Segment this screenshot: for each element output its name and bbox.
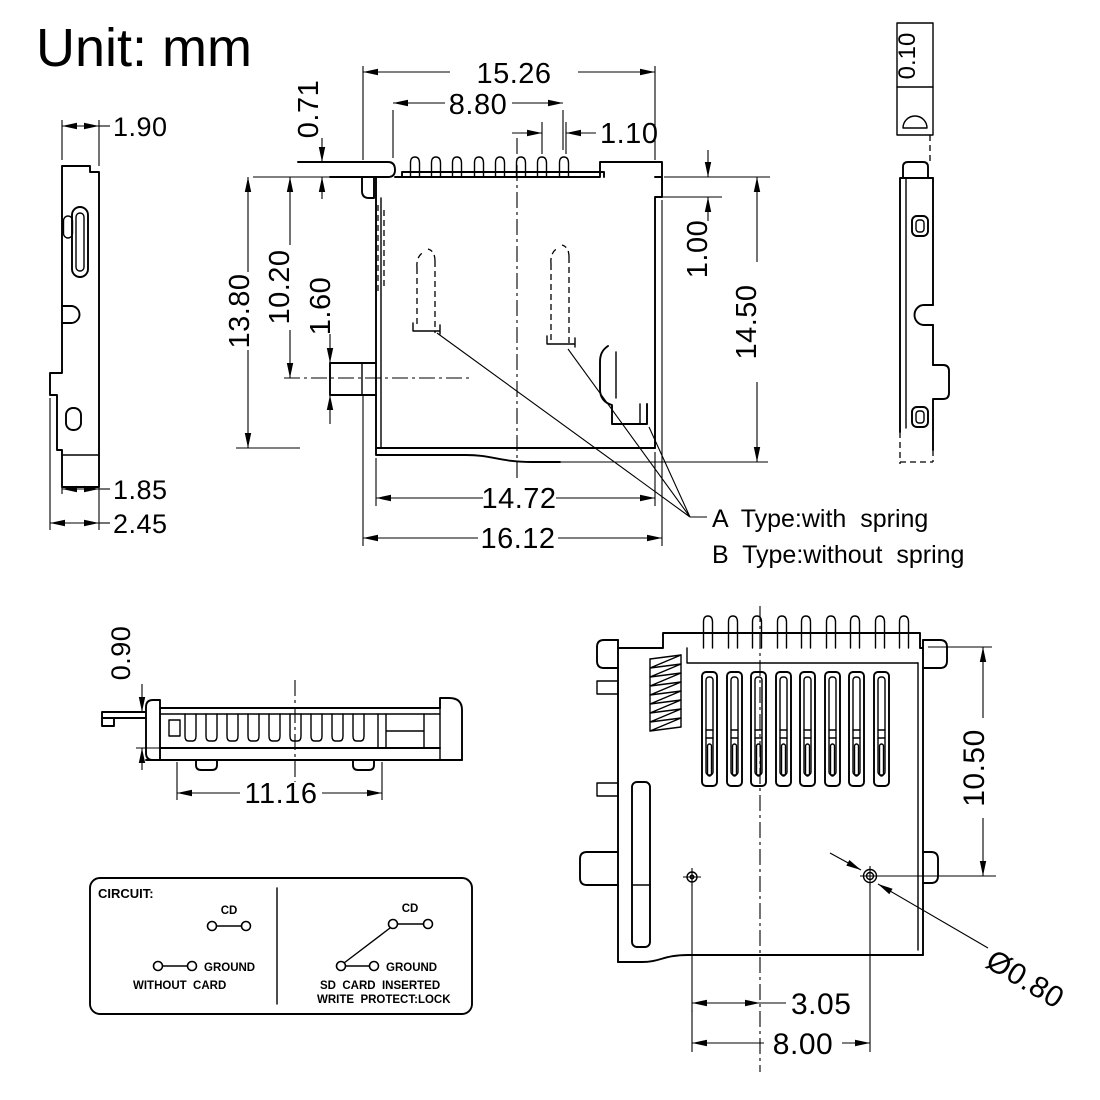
eject-spring: [649, 654, 682, 732]
cd-label: CD: [221, 905, 238, 917]
latch-slot: [71, 206, 89, 278]
contact-slots: [701, 671, 890, 787]
dim-10-20: 10.20: [264, 249, 296, 324]
inserted-caption-1: SD CARD INSERTED: [320, 980, 440, 992]
contact-node: [152, 960, 164, 972]
note-type-a: A Type:with spring: [712, 505, 928, 533]
dim-1-90: 1.90: [113, 112, 168, 142]
mounting-holes: [683, 866, 880, 886]
contact-node: [186, 960, 198, 972]
dim-hole-dia: Ø0.80: [980, 944, 1069, 1016]
page-title: Unit: mm: [36, 18, 252, 78]
dim-8-80: 8.80: [449, 89, 507, 121]
circuit-card-inserted: CD GROUND SD CARD INSERTED WRITE PROTECT…: [317, 903, 451, 1006]
dim-14-50: 14.50: [731, 284, 763, 359]
top-view: 10.50 3.05 8.00 Ø0.80: [579, 606, 1070, 1072]
circuit-legend: CIRCUIT: CD GROUND WITHOUT CARD CD GROUN…: [89, 877, 473, 1015]
contact-node: [240, 920, 252, 932]
spring-contact-a: [412, 248, 441, 335]
dim-15-26: 15.26: [476, 58, 551, 90]
front-view: 15.26 8.80 1.10 0.71 13.80 10.20 1.60: [224, 58, 964, 569]
dim-0-90: 0.90: [106, 626, 136, 681]
dim-10-50: 10.50: [958, 729, 991, 807]
front-pins: [409, 156, 570, 178]
dim-11-16: 11.16: [245, 778, 318, 810]
top-view-dimensions: 10.50 3.05 8.00 Ø0.80: [691, 646, 1070, 1061]
dim-2-45: 2.45: [113, 509, 168, 539]
ground-label: GROUND: [204, 962, 255, 974]
bottom-view-teeth: [184, 713, 365, 742]
dim-3-05: 3.05: [791, 988, 851, 1021]
circuit-box: [89, 877, 473, 1015]
dim-14-72: 14.72: [481, 483, 556, 515]
left-side-view: 1.90 1.85 2.45: [49, 112, 168, 539]
contact-node: [387, 918, 399, 930]
contact-node: [335, 960, 347, 972]
dim-8-00: 8.00: [773, 1028, 833, 1061]
circuit-heading: CIRCUIT:: [98, 886, 154, 901]
dim-1-60: 1.60: [305, 277, 337, 335]
dim-1-85: 1.85: [113, 475, 168, 505]
ground-label: GROUND: [386, 962, 437, 974]
bottom-view-dimensions: 0.90 11.16: [106, 626, 383, 810]
dim-1-10: 1.10: [600, 118, 658, 150]
left-view-dimensions: 1.90 1.85 2.45: [49, 112, 168, 539]
without-card-caption: WITHOUT CARD: [133, 980, 226, 992]
top-pins: [702, 615, 910, 649]
dim-13-80: 13.80: [224, 273, 256, 348]
tolerance-frame: 0.10: [894, 22, 934, 162]
card-detect-slot: [631, 781, 651, 948]
dim-0-71: 0.71: [293, 80, 325, 138]
contact-node: [368, 960, 380, 972]
right-side-view: 0.10: [894, 22, 950, 464]
contact-node: [422, 918, 434, 930]
tolerance-value: 0.10: [894, 33, 921, 80]
dim-1-00: 1.00: [682, 220, 714, 278]
inserted-caption-2: WRITE PROTECT:LOCK: [317, 994, 451, 1006]
note-type-b: B Type:without spring: [712, 541, 964, 569]
profile-of-line-symbol-icon: [902, 115, 928, 129]
type-notes: A Type:with spring B Type:without spring: [436, 332, 964, 569]
dim-16-12: 16.12: [480, 523, 555, 555]
spring-contact-b: [546, 244, 576, 348]
circuit-without-card: CD GROUND WITHOUT CARD: [133, 905, 255, 992]
bottom-view: 0.90 11.16: [101, 626, 463, 810]
front-view-dimensions: 15.26 8.80 1.10 0.71 13.80 10.20 1.60: [224, 58, 770, 555]
contact-node: [206, 920, 218, 932]
cd-label: CD: [402, 903, 419, 915]
